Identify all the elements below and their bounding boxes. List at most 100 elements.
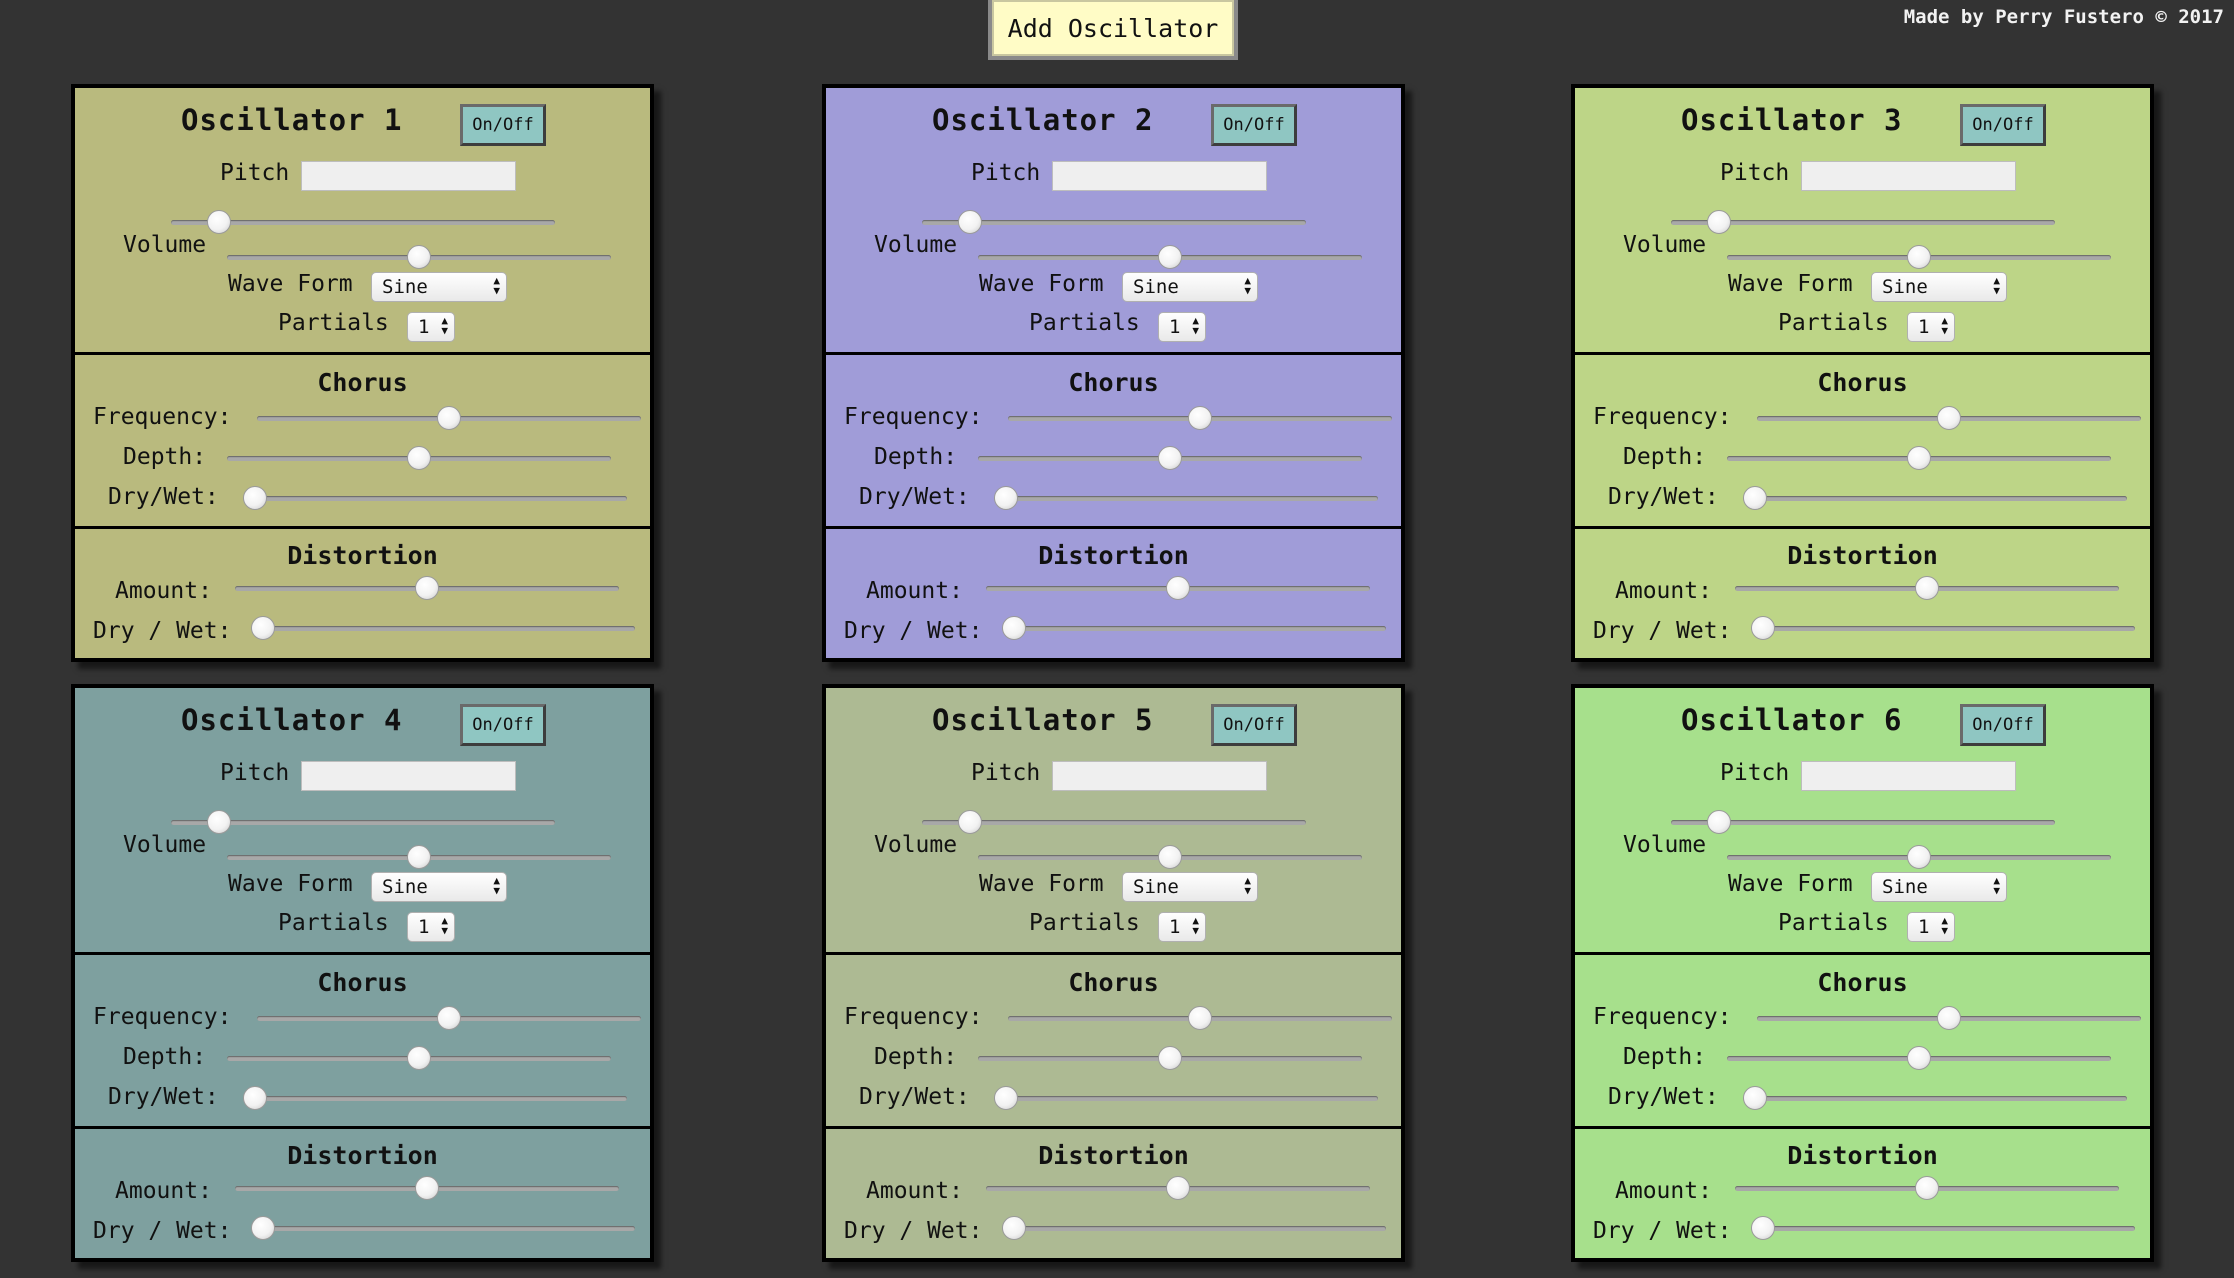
slider-thumb[interactable] bbox=[994, 1086, 1018, 1110]
partials-select[interactable]: 1▲▼ bbox=[1158, 912, 1206, 942]
slider-thumb[interactable] bbox=[1166, 1176, 1190, 1200]
on-off-button[interactable]: On/Off bbox=[1960, 104, 2046, 146]
slider-thumb[interactable] bbox=[407, 245, 431, 269]
slider-thumb[interactable] bbox=[1915, 576, 1939, 600]
chorus-depth-slider[interactable] bbox=[1727, 444, 2111, 474]
slider-thumb[interactable] bbox=[1907, 446, 1931, 470]
chorus-frequency-slider[interactable] bbox=[1008, 404, 1392, 434]
pitch-slider[interactable] bbox=[171, 208, 555, 238]
slider-thumb[interactable] bbox=[251, 616, 275, 640]
pitch-input[interactable] bbox=[1801, 761, 2016, 791]
chorus-depth-slider[interactable] bbox=[227, 444, 611, 474]
slider-thumb[interactable] bbox=[251, 1216, 275, 1240]
slider-thumb[interactable] bbox=[1002, 616, 1026, 640]
pitch-input[interactable] bbox=[301, 761, 516, 791]
slider-thumb[interactable] bbox=[1937, 406, 1961, 430]
chorus-dry-wet-slider[interactable] bbox=[243, 484, 627, 514]
pitch-slider[interactable] bbox=[1671, 208, 2055, 238]
slider-thumb[interactable] bbox=[407, 1046, 431, 1070]
volume-slider[interactable] bbox=[227, 243, 611, 273]
slider-thumb[interactable] bbox=[1915, 1176, 1939, 1200]
slider-thumb[interactable] bbox=[437, 406, 461, 430]
pitch-slider[interactable] bbox=[1671, 808, 2055, 838]
distortion-dry-wet-slider[interactable] bbox=[1002, 1214, 1386, 1244]
wave-form-select[interactable]: Sine▲▼ bbox=[371, 872, 507, 902]
slider-thumb[interactable] bbox=[207, 810, 231, 834]
chorus-dry-wet-slider[interactable] bbox=[243, 1084, 627, 1114]
volume-slider[interactable] bbox=[978, 843, 1362, 873]
on-off-button[interactable]: On/Off bbox=[460, 704, 546, 746]
on-off-button[interactable]: On/Off bbox=[1211, 704, 1297, 746]
on-off-button[interactable]: On/Off bbox=[1211, 104, 1297, 146]
distortion-amount-slider[interactable] bbox=[1735, 574, 2119, 604]
distortion-amount-slider[interactable] bbox=[235, 1174, 619, 1204]
pitch-slider[interactable] bbox=[922, 808, 1306, 838]
chorus-dry-wet-slider[interactable] bbox=[1743, 1084, 2127, 1114]
slider-thumb[interactable] bbox=[1158, 1046, 1182, 1070]
add-oscillator-button[interactable]: Add Oscillator bbox=[988, 0, 1238, 60]
volume-slider[interactable] bbox=[978, 243, 1362, 273]
partials-select[interactable]: 1▲▼ bbox=[1907, 312, 1955, 342]
on-off-button[interactable]: On/Off bbox=[460, 104, 546, 146]
distortion-amount-slider[interactable] bbox=[235, 574, 619, 604]
chorus-frequency-slider[interactable] bbox=[257, 404, 641, 434]
wave-form-select[interactable]: Sine▲▼ bbox=[1871, 872, 2007, 902]
volume-slider[interactable] bbox=[1727, 243, 2111, 273]
pitch-input[interactable] bbox=[1052, 761, 1267, 791]
pitch-input[interactable] bbox=[1801, 161, 2016, 191]
slider-thumb[interactable] bbox=[407, 446, 431, 470]
slider-thumb[interactable] bbox=[207, 210, 231, 234]
slider-thumb[interactable] bbox=[1937, 1006, 1961, 1030]
distortion-amount-slider[interactable] bbox=[986, 574, 1370, 604]
slider-thumb[interactable] bbox=[1751, 1216, 1775, 1240]
partials-select[interactable]: 1▲▼ bbox=[407, 912, 455, 942]
slider-thumb[interactable] bbox=[1158, 845, 1182, 869]
on-off-button[interactable]: On/Off bbox=[1960, 704, 2046, 746]
distortion-dry-wet-slider[interactable] bbox=[1002, 614, 1386, 644]
partials-select[interactable]: 1▲▼ bbox=[1907, 912, 1955, 942]
wave-form-select[interactable]: Sine▲▼ bbox=[1871, 272, 2007, 302]
volume-slider[interactable] bbox=[1727, 843, 2111, 873]
chorus-depth-slider[interactable] bbox=[227, 1044, 611, 1074]
chorus-depth-slider[interactable] bbox=[978, 1044, 1362, 1074]
slider-thumb[interactable] bbox=[1907, 1046, 1931, 1070]
slider-thumb[interactable] bbox=[1707, 210, 1731, 234]
partials-select[interactable]: 1▲▼ bbox=[407, 312, 455, 342]
distortion-dry-wet-slider[interactable] bbox=[251, 1214, 635, 1244]
chorus-frequency-slider[interactable] bbox=[1757, 404, 2141, 434]
chorus-depth-slider[interactable] bbox=[1727, 1044, 2111, 1074]
slider-thumb[interactable] bbox=[243, 486, 267, 510]
slider-thumb[interactable] bbox=[1188, 1006, 1212, 1030]
slider-thumb[interactable] bbox=[437, 1006, 461, 1030]
volume-slider[interactable] bbox=[227, 843, 611, 873]
slider-thumb[interactable] bbox=[1188, 406, 1212, 430]
pitch-input[interactable] bbox=[301, 161, 516, 191]
pitch-slider[interactable] bbox=[922, 208, 1306, 238]
slider-thumb[interactable] bbox=[1166, 576, 1190, 600]
slider-thumb[interactable] bbox=[1907, 245, 1931, 269]
slider-thumb[interactable] bbox=[1743, 486, 1767, 510]
slider-thumb[interactable] bbox=[1707, 810, 1731, 834]
wave-form-select[interactable]: Sine▲▼ bbox=[1122, 872, 1258, 902]
slider-thumb[interactable] bbox=[407, 845, 431, 869]
slider-thumb[interactable] bbox=[958, 810, 982, 834]
distortion-amount-slider[interactable] bbox=[1735, 1174, 2119, 1204]
pitch-slider[interactable] bbox=[171, 808, 555, 838]
slider-thumb[interactable] bbox=[415, 1176, 439, 1200]
slider-thumb[interactable] bbox=[243, 1086, 267, 1110]
chorus-depth-slider[interactable] bbox=[978, 444, 1362, 474]
wave-form-select[interactable]: Sine▲▼ bbox=[1122, 272, 1258, 302]
chorus-dry-wet-slider[interactable] bbox=[994, 1084, 1378, 1114]
chorus-frequency-slider[interactable] bbox=[1757, 1004, 2141, 1034]
partials-select[interactable]: 1▲▼ bbox=[1158, 312, 1206, 342]
slider-thumb[interactable] bbox=[1751, 616, 1775, 640]
chorus-frequency-slider[interactable] bbox=[257, 1004, 641, 1034]
slider-thumb[interactable] bbox=[1743, 1086, 1767, 1110]
chorus-dry-wet-slider[interactable] bbox=[1743, 484, 2127, 514]
chorus-frequency-slider[interactable] bbox=[1008, 1004, 1392, 1034]
pitch-input[interactable] bbox=[1052, 161, 1267, 191]
wave-form-select[interactable]: Sine▲▼ bbox=[371, 272, 507, 302]
distortion-amount-slider[interactable] bbox=[986, 1174, 1370, 1204]
slider-thumb[interactable] bbox=[1002, 1216, 1026, 1240]
slider-thumb[interactable] bbox=[994, 486, 1018, 510]
